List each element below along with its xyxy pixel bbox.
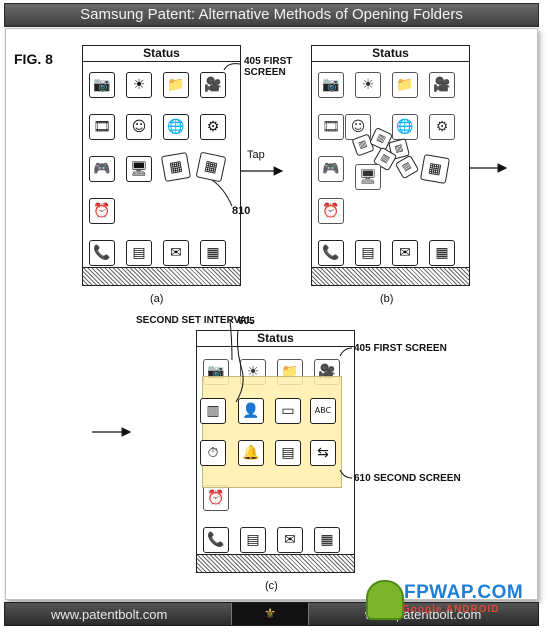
figure-label: FIG. 8 <box>14 51 53 67</box>
notes-icon: ▤ <box>240 527 266 553</box>
globe-icon: 🌐 <box>392 114 418 140</box>
leader-810 <box>211 179 233 207</box>
camera-icon: 📷 <box>89 72 115 98</box>
video-icon: 🎥 <box>200 72 226 98</box>
doc-icon: ▤ <box>275 440 301 466</box>
notes-icon: ▤ <box>126 240 152 266</box>
grid-icon: ▦ <box>429 240 455 266</box>
leader-405-a <box>223 63 241 71</box>
bell-icon: 🔔 <box>238 440 264 466</box>
leader-405-c <box>339 347 353 357</box>
hatch-area-a <box>83 267 240 285</box>
annotation-605: 605 <box>238 316 255 327</box>
game-icon: 🎮 <box>318 156 344 182</box>
folder-icon: 📁 <box>163 72 189 98</box>
monitor-icon: 🖥 <box>126 156 152 182</box>
status-bar-b: Status <box>312 46 469 62</box>
leader-interval <box>229 319 233 361</box>
hatch-area-c <box>197 554 354 572</box>
folder-icon: 📁 <box>392 72 418 98</box>
mail-icon: ✉ <box>163 240 189 266</box>
video-icon: 🎥 <box>429 72 455 98</box>
film-icon: 🎞 <box>318 114 344 140</box>
phone-icon: 📞 <box>203 527 229 553</box>
alarm-icon: ⏰ <box>203 485 229 511</box>
annotation-405-first-screen-c: 405 FIRST SCREEN <box>354 343 447 354</box>
phone-icon: 📞 <box>318 240 344 266</box>
leader-605 <box>235 329 244 403</box>
second-screen-overlay <box>202 376 342 488</box>
status-bar-c: Status <box>197 331 354 347</box>
game-icon: 🎮 <box>89 156 115 182</box>
grid-icon: ▦ <box>200 240 226 266</box>
leader-610 <box>339 469 353 479</box>
watermark-site: FPWAP.COM <box>404 582 524 603</box>
footer-site-left: www.patentbolt.com <box>51 607 168 622</box>
sun-icon: ☀ <box>355 72 381 98</box>
face-icon: ☺ <box>126 114 152 140</box>
watermark-tag: Google ANDROID <box>402 604 500 615</box>
gear-icon: ⚙ <box>200 114 226 140</box>
film-icon: 🎞 <box>89 114 115 140</box>
mail-icon: ✉ <box>392 240 418 266</box>
sun-icon: ☀ <box>126 72 152 98</box>
phone-a: Status 📷 ☀ 📁 🎥 🎞 ☺ 🌐 ⚙ 🎮 🖥 ▦ ▦ ⏰ 📞 ▤ ✉ ▦ <box>82 45 241 286</box>
monitor-icon: 🖥 <box>355 164 381 190</box>
timer-icon: ⏱ <box>200 440 226 466</box>
swap-icon: ⇆ <box>310 440 336 466</box>
card-icon: ▭ <box>275 398 301 424</box>
annotation-second-set-interval: SECOND SET INTERVAL <box>136 315 253 326</box>
phone-b: Status 📷 ☀ 📁 🎥 🎞 ☺ 🌐 ⚙ ▥ ▥ ▥ ▥ ▥ 🎮 🖥 ▦ ⏰… <box>311 45 470 286</box>
face-icon: ☺ <box>345 114 371 140</box>
caption-a: (a) <box>150 293 164 305</box>
contact-icon: 👤 <box>238 398 264 424</box>
gear-icon: ⚙ <box>429 114 455 140</box>
abc-icon: ABC <box>310 398 336 424</box>
mail-icon: ✉ <box>277 527 303 553</box>
grid-icon: ▦ <box>314 527 340 553</box>
header-title: Samsung Patent: Alternative Methods of O… <box>4 3 539 27</box>
hatch-area-b <box>312 267 469 285</box>
alarm-icon: ⏰ <box>89 198 115 224</box>
notes-icon: ▤ <box>355 240 381 266</box>
caption-b: (b) <box>380 293 394 305</box>
status-bar-a: Status <box>83 46 240 62</box>
caption-c: (c) <box>265 580 278 592</box>
android-robot-icon <box>366 580 404 620</box>
tap-label: Tap <box>247 149 265 161</box>
camera-icon: 📷 <box>318 72 344 98</box>
annotation-610-second-screen: 610 SECOND SCREEN <box>354 473 461 484</box>
globe-icon: 🌐 <box>163 114 189 140</box>
annotation-405-first-screen: 405 FIRST SCREEN <box>244 56 293 78</box>
annotation-810: 810 <box>232 205 251 217</box>
tablet-icon: ▥ <box>200 398 226 424</box>
phone-icon: 📞 <box>89 240 115 266</box>
alarm-icon: ⏰ <box>318 198 344 224</box>
footer-logo-icon: ⚜ <box>231 603 309 625</box>
